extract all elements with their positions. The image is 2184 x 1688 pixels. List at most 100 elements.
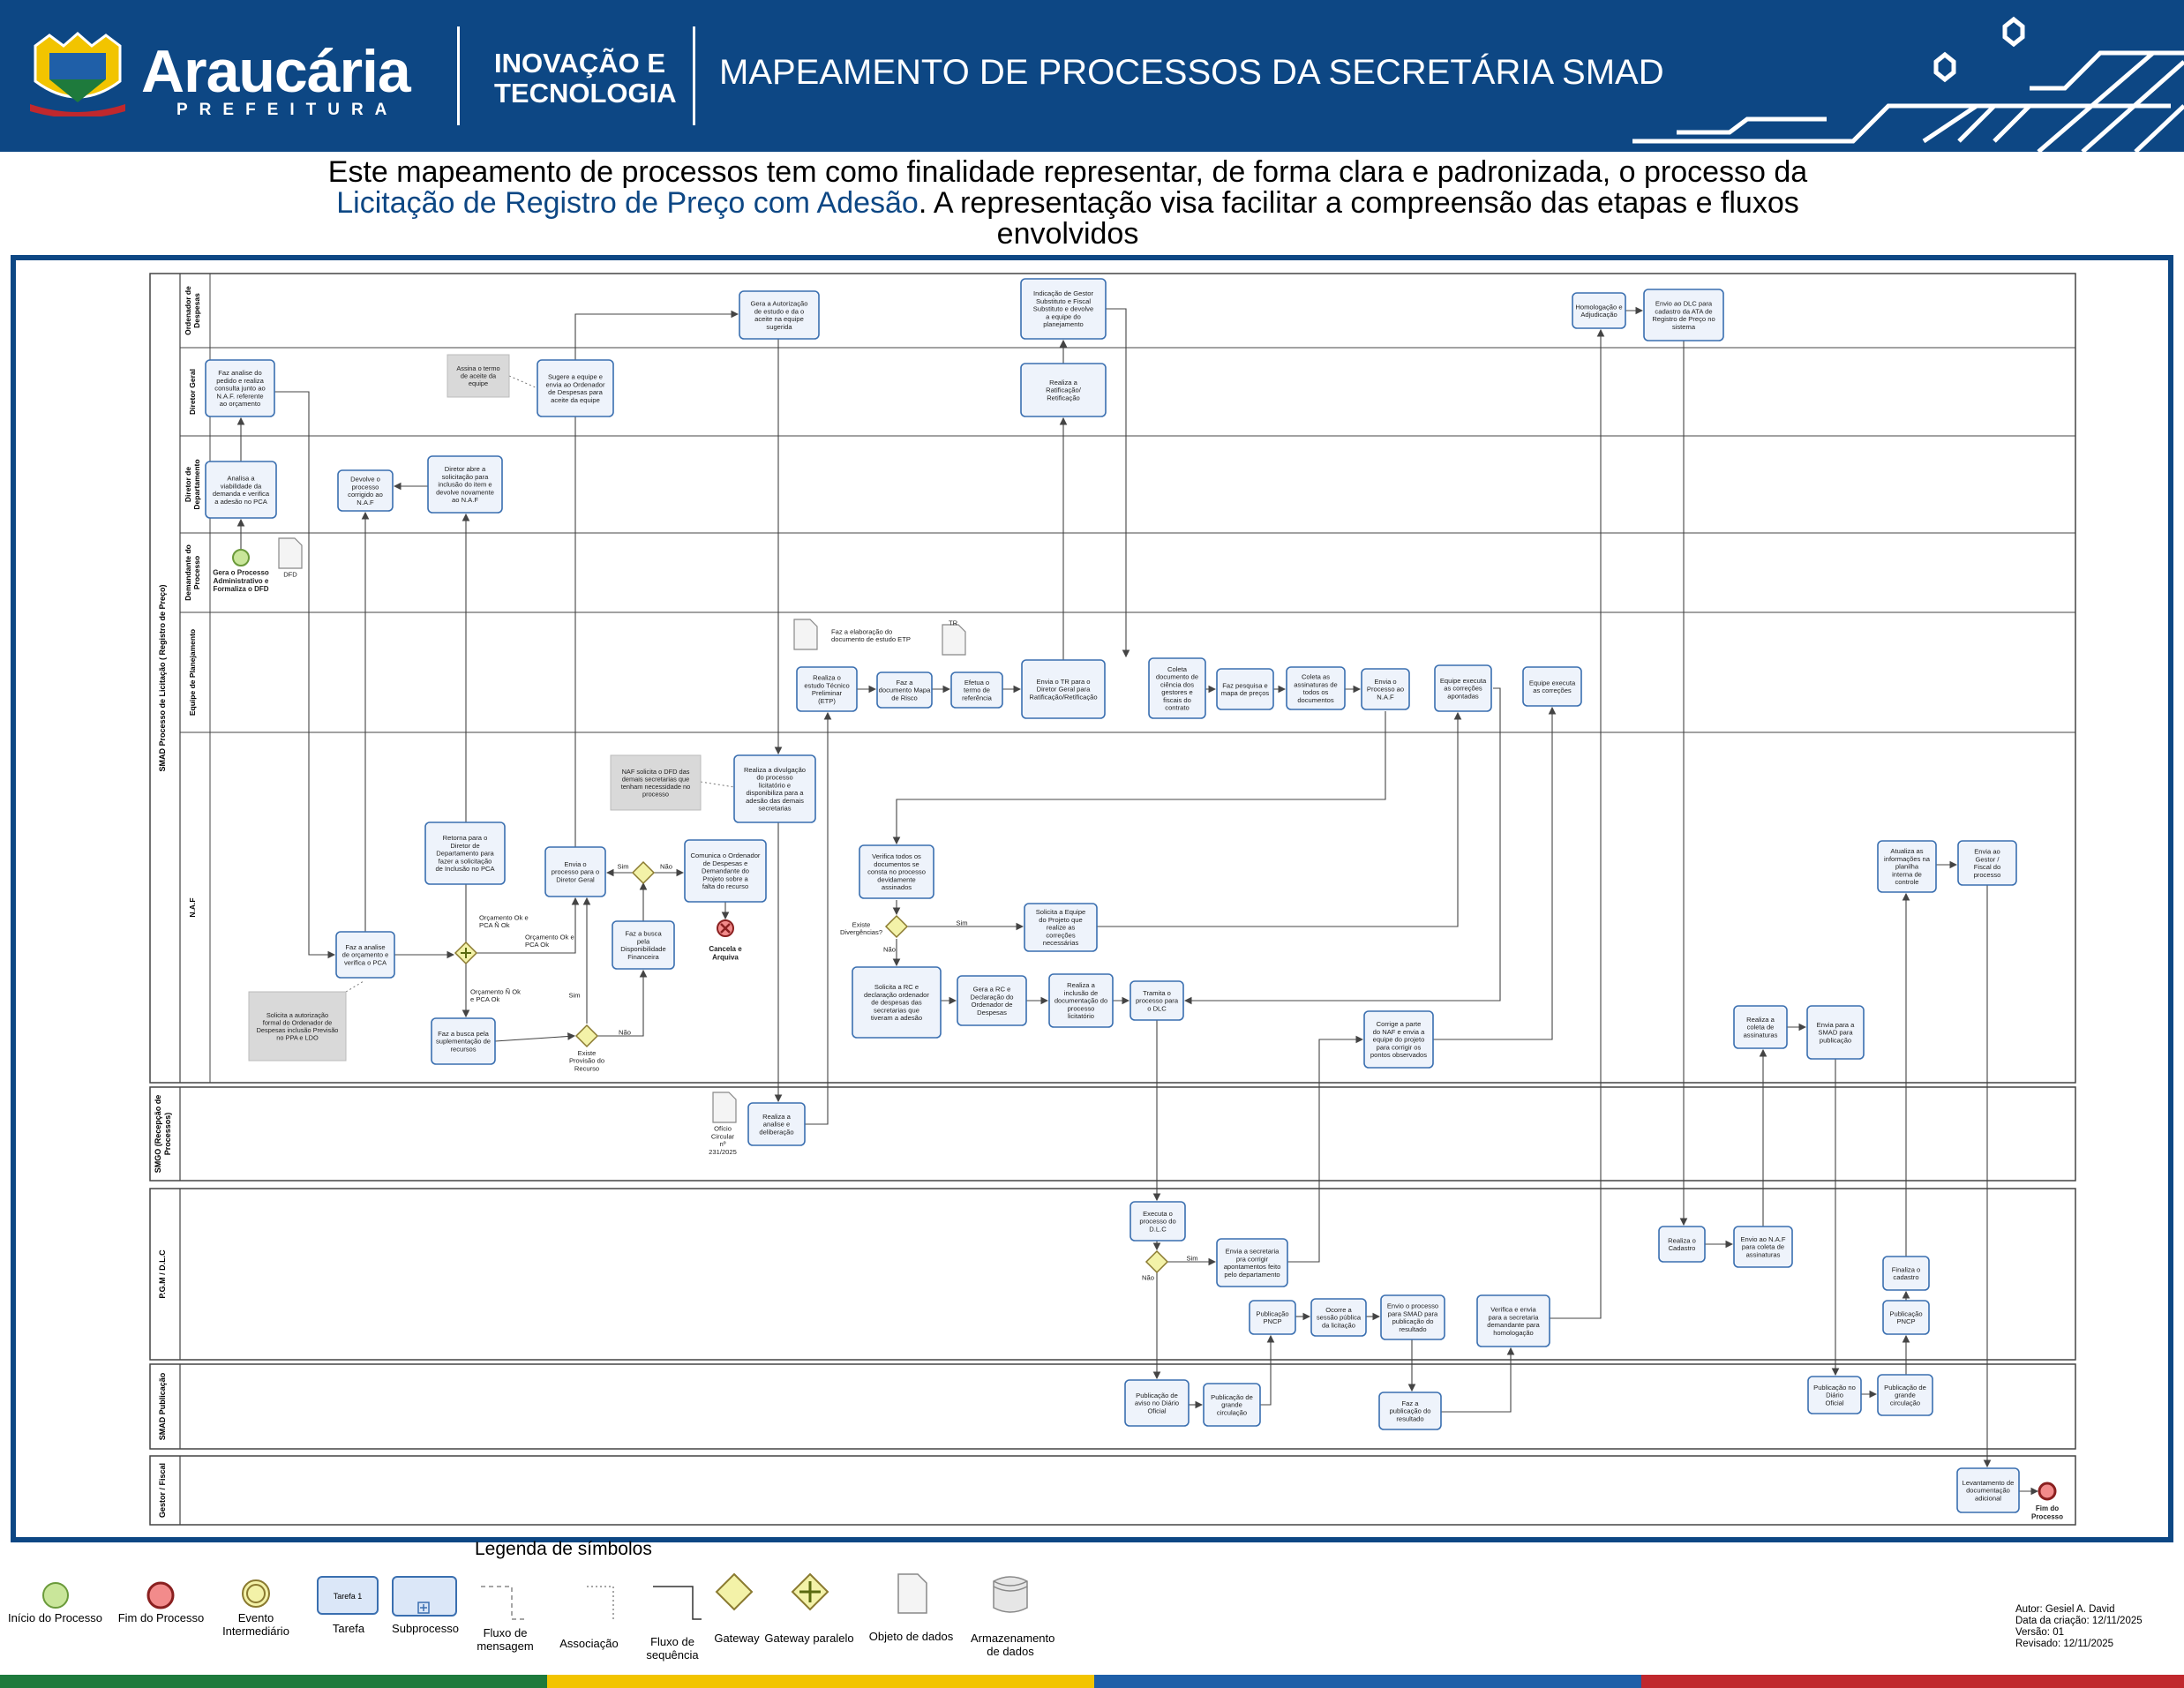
department-line-1: INOVAÇÃO E — [494, 48, 666, 79]
task-box — [1216, 1238, 1288, 1287]
department-line-2: TECNOLOGIA — [494, 78, 677, 109]
task-icon — [317, 1576, 379, 1615]
sequence-flow — [477, 897, 580, 954]
task-box — [431, 1017, 496, 1065]
legend-label-association: Associação — [559, 1637, 619, 1650]
task-box — [1124, 1379, 1190, 1427]
task-box — [337, 469, 394, 512]
task-box — [1733, 1005, 1788, 1049]
flow-label: Sim — [568, 992, 580, 1000]
pool-label: SMAD Processo de Licitação ( Registro de… — [158, 584, 167, 771]
start-event-icon — [232, 549, 250, 566]
legend-label-sequence-flow: Fluxo de sequência — [646, 1635, 699, 1662]
intro-text: Este mapeamento de processos tem como fi… — [265, 157, 1871, 250]
gateway-icon — [884, 914, 909, 939]
legend-symbols: Tarefa 1 — [42, 1572, 1028, 1620]
message-flow-icon — [481, 1586, 525, 1620]
intro-text-end: . A representação visa facilitar a compr… — [918, 186, 1799, 251]
task-box — [427, 455, 503, 514]
version: Versão: 01 — [2015, 1627, 2064, 1638]
flow-label: Sim — [617, 863, 628, 871]
data-object-label: TR — [949, 619, 958, 627]
association-line — [345, 980, 364, 993]
task-box — [876, 671, 933, 709]
data-object-label: DFD — [283, 571, 297, 579]
sequence-flow — [1441, 1347, 1515, 1413]
gateway-icon — [715, 1572, 754, 1611]
intro-highlight: Licitação de Registro de Preço com Adesã… — [336, 186, 919, 220]
author-info: Autor: Gesiel A. David Data da criação: … — [2015, 1604, 2143, 1650]
